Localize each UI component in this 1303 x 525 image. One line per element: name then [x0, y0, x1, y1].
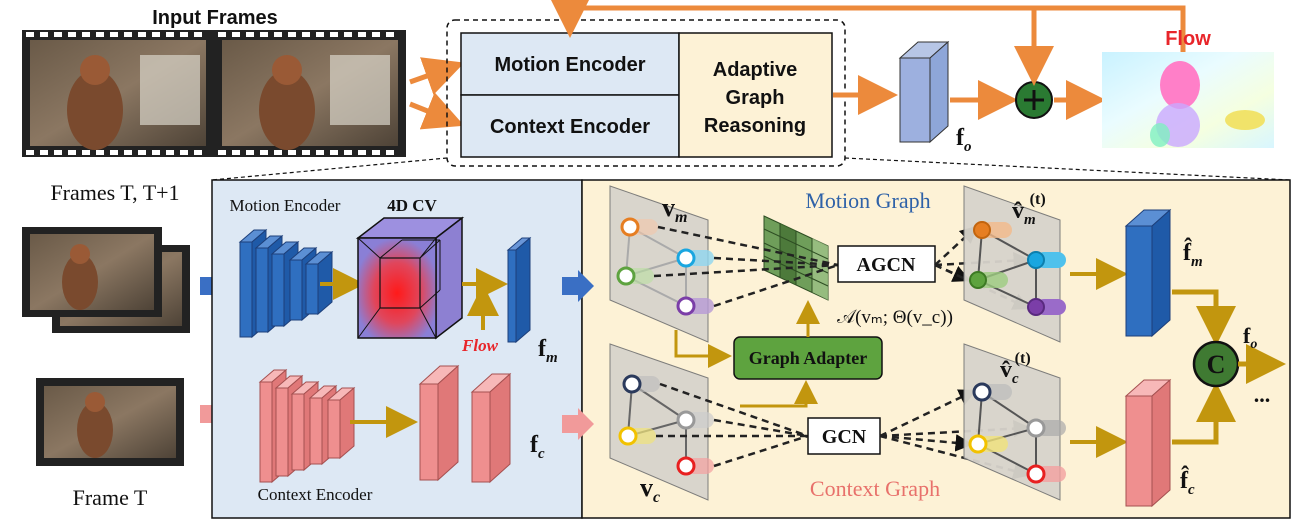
arrow-vc-to-adapter — [740, 380, 818, 408]
vm-hat-label: v̂m(t) — [1012, 191, 1046, 228]
film-perforations-top — [26, 32, 394, 155]
zoom-line-right — [844, 157, 1291, 181]
agr-line-3: Reasoning — [704, 115, 806, 137]
vc-nodes — [618, 374, 714, 476]
agr-line-2: Graph — [726, 87, 785, 109]
fm-feature-block — [506, 236, 532, 344]
flow-output-label: Flow — [1165, 28, 1211, 50]
fm-label: fm — [538, 336, 558, 366]
adapter-matrix-grid — [763, 215, 829, 301]
gcn-label: GCN — [822, 426, 867, 448]
context-encoder-box — [460, 94, 680, 158]
vm-label: vm — [662, 193, 687, 226]
arrow-flow-feedback — [550, 0, 1186, 56]
arrow-fc-hat-to-concat — [1172, 382, 1236, 445]
context-dashed-edges — [656, 382, 809, 468]
vc-hat-label: v̂c(t) — [1000, 350, 1031, 387]
context-encoder-label: Context Encoder — [490, 116, 650, 138]
flow-input-label: Flow — [461, 336, 499, 355]
adaptive-graph-reasoning-box — [678, 32, 833, 158]
context-encoder-layers — [258, 368, 356, 484]
agr-line-1: Adaptive — [713, 59, 797, 81]
fo-feature-block — [898, 40, 950, 144]
agcn-box — [837, 245, 936, 283]
vm-hat-nodes — [969, 221, 1066, 316]
frames-pair-images — [22, 227, 190, 333]
motion-encoder-inner-label: Motion Encoder — [230, 196, 341, 215]
motion-graph-label: Motion Graph — [805, 188, 930, 213]
context-encoder-inner-label: Context Encoder — [258, 485, 373, 504]
frame-single-image — [36, 378, 184, 466]
input-frame-2 — [214, 30, 406, 157]
input-frames-label: Input Frames — [152, 7, 278, 29]
zoom-line-left — [211, 157, 448, 181]
fc-label: fc — [530, 432, 545, 462]
fm-hat-feature-block — [1124, 208, 1172, 338]
frame-single-label: Frame T — [73, 485, 148, 510]
frames-pair-label: Frames T, T+1 — [50, 180, 179, 205]
cv-label: 4D CV — [387, 196, 437, 215]
graph-adapter-label: Graph Adapter — [749, 348, 868, 368]
context-graph-label: Context Graph — [810, 476, 940, 501]
motion-encoder-box — [460, 32, 680, 96]
flow-image — [1102, 52, 1274, 148]
arrow-frames-to-motion — [409, 57, 465, 95]
arrow-fc-to-context-graph — [562, 408, 594, 440]
fo-output-label: fo — [1243, 323, 1257, 352]
input-frame-1 — [22, 30, 214, 157]
fc-hat-label: f̂c — [1180, 466, 1195, 498]
motion-encoder-label: Motion Encoder — [494, 54, 645, 76]
vc-hat-nodes — [968, 382, 1066, 484]
fo-label: fo — [956, 125, 972, 155]
fm-hat-label: f̂m — [1183, 238, 1203, 270]
vm-nodes — [616, 217, 714, 316]
concat-label: C — [1207, 350, 1226, 379]
arrow-vm-to-adapter — [674, 330, 732, 368]
adapter-formula: 𝒜(vₘ; Θ(v_c)) — [837, 307, 953, 328]
agcn-label: AGCN — [857, 254, 916, 276]
fc-feature-block — [418, 364, 512, 484]
arrow-fm-to-motion-graph — [562, 270, 594, 302]
plus-icon — [1015, 81, 1053, 119]
ellipsis-label: ... — [1254, 382, 1271, 407]
fc-hat-feature-block — [1124, 378, 1172, 508]
motion-dashed-edges — [653, 225, 839, 308]
arrow-fm-hat-to-concat — [1172, 289, 1236, 346]
vc-label: vc — [640, 473, 660, 506]
arrow-frames-to-context — [409, 92, 465, 130]
cost-volume-cube — [355, 216, 465, 340]
